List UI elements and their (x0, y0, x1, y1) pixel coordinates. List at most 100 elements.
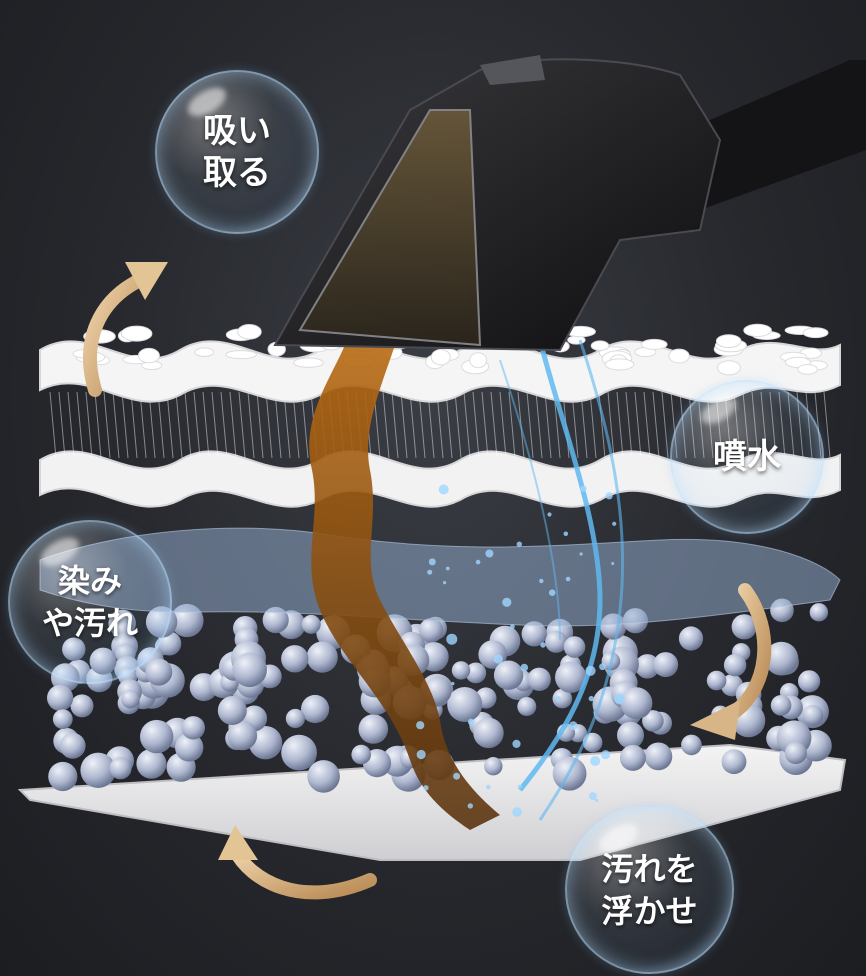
water-drop (612, 521, 617, 526)
bead (809, 603, 829, 622)
water-drop (605, 492, 613, 500)
fiber (67, 391, 75, 459)
water-drop (548, 589, 556, 596)
bubble-absorb: 吸い 取る (155, 70, 319, 234)
bead (770, 695, 792, 716)
arrow-up-bottom (228, 843, 377, 900)
arrowhead-up-left (125, 262, 168, 300)
weave-bump (640, 338, 668, 350)
weave-bump (604, 358, 635, 371)
bead (465, 662, 487, 684)
weave-bump (802, 327, 829, 339)
water-drop (427, 569, 433, 575)
water-drop (580, 485, 587, 492)
bead (145, 658, 173, 686)
bead (484, 757, 503, 776)
water-drop (568, 721, 578, 731)
water-drop (416, 749, 426, 760)
bead (653, 652, 679, 678)
arrow-up-left (83, 273, 147, 397)
bead (798, 670, 821, 693)
fiber (139, 391, 147, 459)
fiber (76, 391, 84, 459)
water-drop (485, 549, 494, 558)
water-drop (594, 798, 599, 802)
water-drop (589, 792, 597, 801)
bead (555, 661, 587, 693)
fiber (166, 391, 174, 459)
fiber (454, 391, 462, 459)
bead (517, 697, 537, 716)
bubble-lift-label: 汚れを 浮かせ (601, 849, 698, 930)
water-drop (453, 772, 461, 780)
fiber (391, 391, 399, 459)
fiber (643, 391, 651, 459)
bead (48, 761, 78, 792)
fiber (49, 391, 57, 459)
water-drop (588, 695, 594, 702)
fiber (580, 391, 588, 459)
bead (721, 749, 747, 775)
fiber (616, 391, 624, 459)
bead (527, 667, 551, 691)
weave-bump (715, 334, 742, 349)
fiber (256, 391, 264, 459)
water-drop (614, 693, 625, 705)
bead (351, 744, 372, 765)
fiber (463, 391, 471, 459)
fiber (571, 391, 579, 459)
fiber (193, 391, 201, 459)
fiber (400, 391, 408, 459)
bead (619, 744, 646, 771)
bead (493, 660, 524, 690)
weave-bump (430, 349, 451, 366)
bead (217, 696, 247, 725)
bead-layer (47, 598, 832, 793)
fiber (652, 391, 660, 459)
bead (301, 614, 321, 634)
fiber (211, 391, 219, 459)
weave-bump (743, 323, 772, 337)
bead (706, 670, 727, 691)
fiber (490, 391, 498, 459)
bead (306, 641, 338, 673)
water-drop (510, 624, 515, 629)
water-drop (590, 756, 601, 766)
fiber (445, 391, 453, 459)
fiber (112, 391, 120, 459)
fiber (553, 391, 561, 459)
bead (175, 733, 204, 762)
bubble-stains-label: 染み や汚れ (41, 562, 138, 642)
water-drop (438, 484, 449, 495)
fiber (544, 391, 552, 459)
bead (545, 630, 568, 653)
fiber (481, 391, 489, 459)
bead (140, 719, 174, 754)
fiber (202, 391, 210, 459)
bubble-lift: 汚れを 浮かせ (565, 805, 734, 974)
bead (617, 721, 644, 749)
fiber (121, 391, 129, 459)
fiber (823, 391, 831, 459)
weave-bump (469, 352, 488, 369)
bead (731, 614, 757, 640)
bead (281, 645, 309, 673)
weave-bump (194, 347, 215, 358)
arrowhead-down-right (690, 700, 740, 740)
bead (227, 720, 258, 751)
water-drop (512, 739, 521, 749)
bead (52, 709, 73, 729)
bead (109, 757, 132, 780)
bead (764, 641, 799, 676)
bead (418, 618, 444, 643)
water-drop (443, 581, 447, 585)
fiber (409, 391, 417, 459)
bead (723, 653, 747, 677)
water-drop (516, 541, 522, 547)
water-drop (493, 654, 503, 664)
fiber (247, 391, 255, 459)
bead (521, 621, 547, 647)
bead (451, 661, 471, 680)
water-drop (486, 784, 491, 790)
fiber (148, 391, 156, 459)
